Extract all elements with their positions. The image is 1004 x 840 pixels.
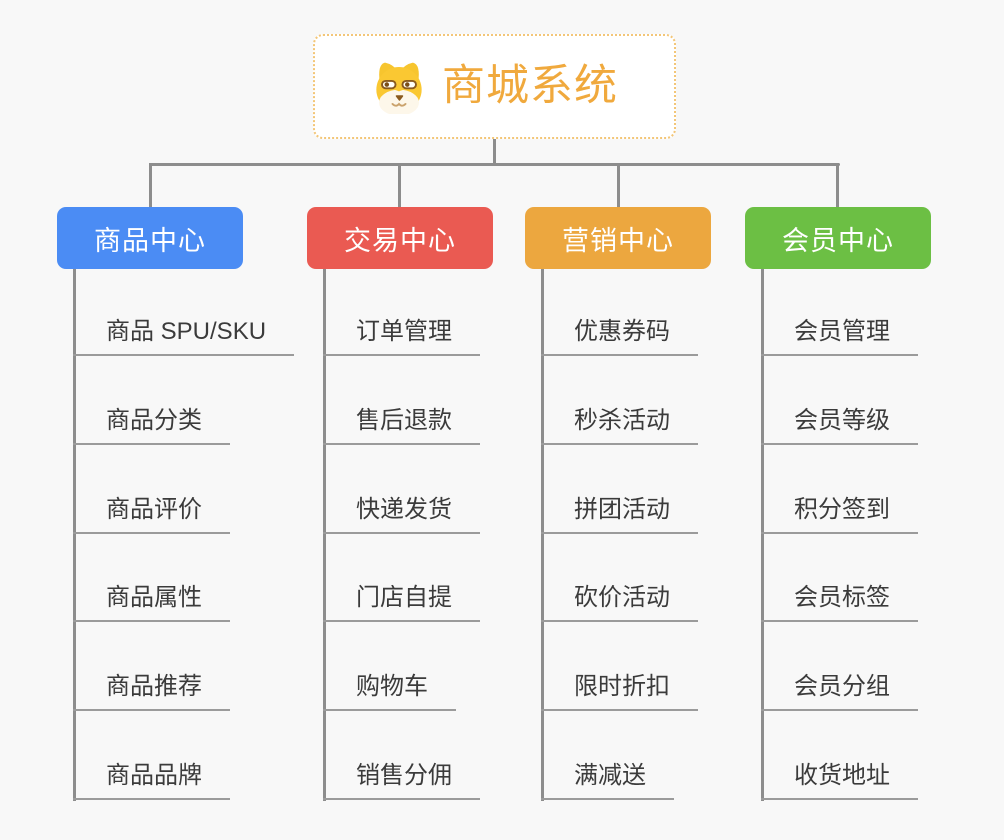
- branch-item[interactable]: 商品推荐: [73, 668, 230, 711]
- branch-item[interactable]: 砍价活动: [541, 579, 698, 622]
- branch-item[interactable]: 商品属性: [73, 579, 230, 622]
- branch-item[interactable]: 会员管理: [761, 313, 918, 356]
- branch-marketing-center: 营销中心 优惠券码秒杀活动拼团活动砍价活动限时折扣满减送: [525, 207, 770, 807]
- branch-header[interactable]: 会员中心: [745, 207, 931, 269]
- branch-item[interactable]: 购物车: [323, 668, 456, 711]
- branch-member-center: 会员中心 会员管理会员等级积分签到会员标签会员分组收货地址: [745, 207, 990, 807]
- branch-item[interactable]: 商品评价: [73, 491, 230, 534]
- branch-item[interactable]: 积分签到: [761, 491, 918, 534]
- root-node[interactable]: 商城系统: [313, 34, 676, 139]
- root-title: 商城系统: [442, 62, 618, 110]
- branch-item[interactable]: 满减送: [541, 757, 674, 800]
- branch-item[interactable]: 会员等级: [761, 402, 918, 445]
- branch-spine-line: [73, 269, 76, 801]
- branch-item[interactable]: 拼团活动: [541, 491, 698, 534]
- connector-horizontal: [149, 163, 840, 166]
- connector-drop-2: [398, 163, 401, 209]
- branch-header[interactable]: 交易中心: [307, 207, 493, 269]
- branch-items: 商品 SPU/SKU 商品分类商品评价商品属性商品推荐商品品牌: [57, 207, 302, 807]
- branch-item[interactable]: 优惠券码: [541, 313, 698, 356]
- branch-item[interactable]: 售后退款: [323, 402, 480, 445]
- branch-spine-line: [761, 269, 764, 801]
- branch-item[interactable]: 限时折扣: [541, 668, 698, 711]
- branch-item[interactable]: 商品分类: [73, 402, 230, 445]
- branch-trade-center: 交易中心 订单管理售后退款快递发货门店自提购物车销售分佣: [307, 207, 552, 807]
- branch-spine-line: [323, 269, 326, 801]
- branch-items: 优惠券码秒杀活动拼团活动砍价活动限时折扣满减送: [525, 207, 770, 807]
- branch-item[interactable]: 商品 SPU/SKU: [73, 313, 295, 356]
- connector-drop-3: [617, 163, 620, 209]
- branch-item[interactable]: 会员分组: [761, 668, 918, 711]
- branch-items: 订单管理售后退款快递发货门店自提购物车销售分佣: [307, 207, 552, 807]
- branch-item[interactable]: 会员标签: [761, 579, 918, 622]
- dog-icon: [371, 60, 427, 114]
- connector-drop-4: [836, 163, 839, 209]
- branch-item[interactable]: 销售分佣: [323, 757, 480, 800]
- branch-item[interactable]: 门店自提: [323, 579, 480, 622]
- branch-item[interactable]: 秒杀活动: [541, 402, 698, 445]
- connector-root-stub: [493, 137, 496, 165]
- branch-header[interactable]: 营销中心: [525, 207, 711, 269]
- branch-item[interactable]: 商品品牌: [73, 757, 230, 800]
- branch-item[interactable]: 快递发货: [323, 491, 480, 534]
- branch-items: 会员管理会员等级积分签到会员标签会员分组收货地址: [745, 207, 990, 807]
- branch-header[interactable]: 商品中心: [57, 207, 243, 269]
- branch-item[interactable]: 订单管理: [323, 313, 480, 356]
- branch-spine-line: [541, 269, 544, 801]
- branch-product-center: 商品中心 商品 SPU/SKU 商品分类商品评价商品属性商品推荐商品品牌: [57, 207, 302, 807]
- branch-item[interactable]: 收货地址: [761, 757, 918, 800]
- connector-drop-1: [149, 163, 152, 209]
